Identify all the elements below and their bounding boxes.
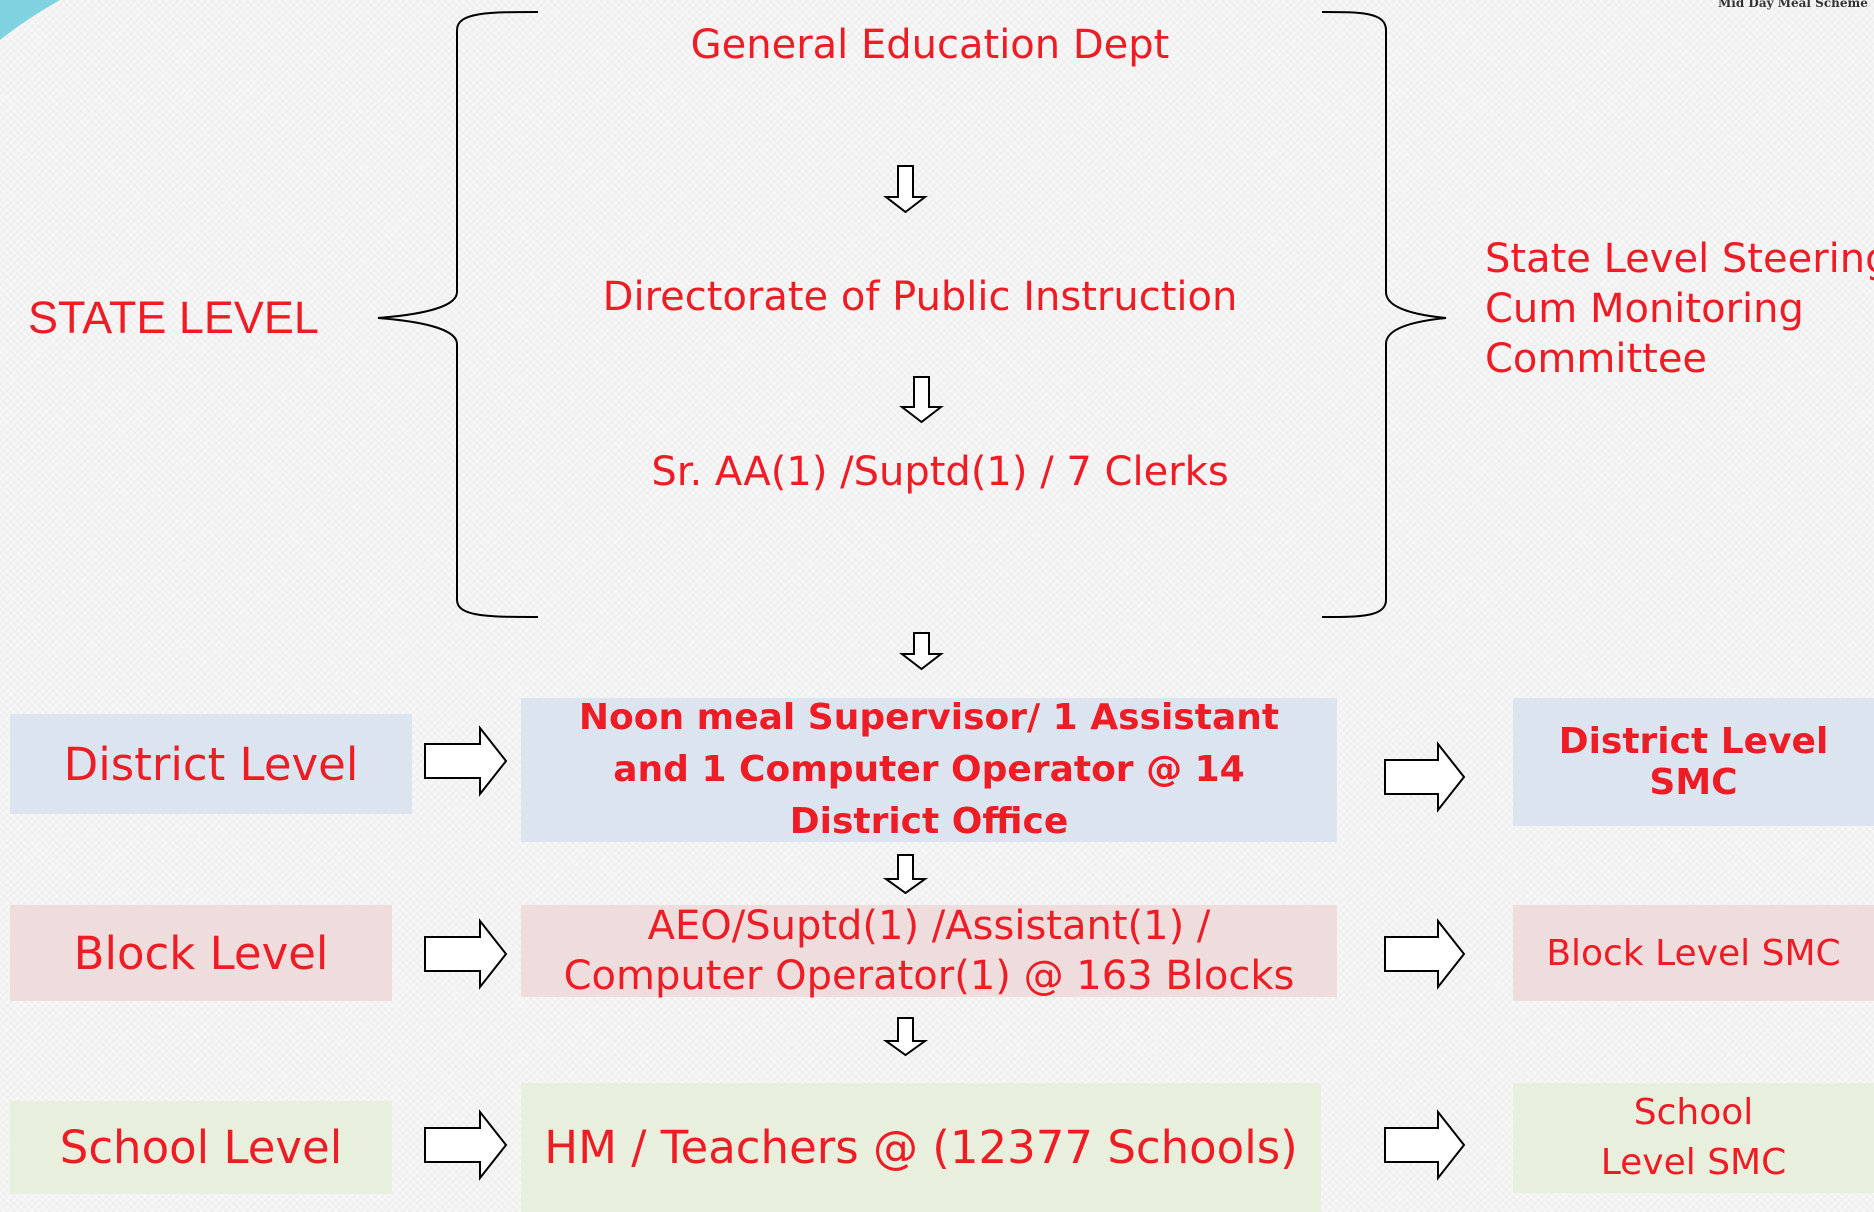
down-arrow-icon — [899, 376, 944, 424]
down-arrow-icon — [883, 165, 928, 214]
district-smc-box: District Level SMC — [1513, 698, 1874, 826]
steering-committee: State Level Steering Cum Monitoring Comm… — [1485, 234, 1874, 384]
right-arrow-icon — [1384, 741, 1466, 813]
state-level-label: STATE LEVEL — [28, 292, 319, 343]
school-smc-box: School Level SMC — [1513, 1083, 1874, 1193]
right-brace-icon — [1321, 11, 1447, 618]
district-office-box: Noon meal Supervisor/ 1 Assistant and 1 … — [521, 697, 1337, 842]
school-level-box: School Level — [10, 1101, 392, 1194]
logo-text: Mid Day Meal Scheme — [1718, 0, 1868, 10]
school-staff-box: HM / Teachers @ (12377 Schools) — [521, 1083, 1321, 1212]
state-step-staff: Sr. AA(1) /Suptd(1) / 7 Clerks — [651, 449, 1229, 495]
right-arrow-icon — [424, 1109, 508, 1181]
steering-committee-line: Committee — [1485, 336, 1708, 382]
down-arrow-icon — [882, 1017, 929, 1057]
block-level-box: Block Level — [10, 905, 392, 1001]
right-arrow-icon — [424, 725, 508, 797]
state-step-general-education: General Education Dept — [690, 22, 1170, 68]
block-smc-box: Block Level SMC — [1513, 905, 1874, 1001]
down-arrow-icon — [899, 632, 944, 671]
state-step-directorate: Directorate of Public Instruction — [602, 274, 1238, 320]
left-brace-icon — [377, 11, 539, 618]
down-arrow-icon — [882, 854, 929, 895]
district-level-box: District Level — [10, 714, 412, 814]
right-arrow-icon — [424, 918, 508, 990]
steering-committee-line: State Level Steering — [1485, 236, 1874, 282]
right-arrow-icon — [1384, 918, 1466, 990]
steering-committee-line: Cum Monitoring — [1485, 286, 1804, 332]
block-office-box: AEO/Suptd(1) /Assistant(1) / Computer Op… — [521, 903, 1337, 999]
right-arrow-icon — [1384, 1109, 1466, 1181]
